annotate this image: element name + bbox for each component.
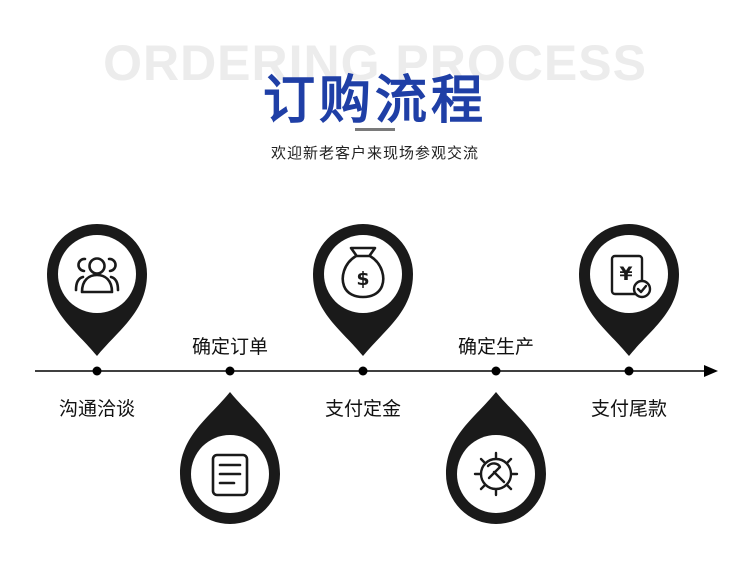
timeline-dot-5: [624, 366, 634, 376]
step-label-3: 支付定金: [324, 398, 401, 420]
timeline-dot-3: [358, 366, 368, 376]
step-pin-5: ¥: [579, 224, 679, 356]
background-title: ORDERING PROCESS: [103, 35, 647, 91]
step-pin-3: $: [313, 224, 413, 356]
gear-wrench-icon: [473, 451, 519, 497]
timeline-dot-1: [92, 366, 102, 376]
step-label-1: 沟通洽谈: [58, 398, 135, 420]
step-pin-4: [446, 392, 546, 524]
receipt-yuan-icon: ¥: [610, 254, 652, 299]
title-underline: [355, 128, 395, 131]
svg-text:$: $: [356, 268, 369, 290]
users-icon: [74, 257, 120, 294]
svg-text:¥: ¥: [619, 263, 632, 285]
page-title: 订购流程: [262, 71, 487, 131]
step-label-4: 确定生产: [457, 336, 534, 358]
page-subtitle: 欢迎新老客户来现场参观交流: [270, 144, 479, 162]
step-label-5: 支付尾款: [590, 398, 667, 420]
step-pin-2: [180, 392, 280, 524]
timeline-dot-4: [491, 366, 501, 376]
timeline-arrow: [704, 365, 718, 377]
document-icon: [211, 453, 249, 497]
money-bag-icon: $: [341, 246, 385, 299]
timeline-dot-2: [225, 366, 235, 376]
step-label-2: 确定订单: [191, 336, 268, 358]
step-pin-1: [46, 223, 147, 356]
